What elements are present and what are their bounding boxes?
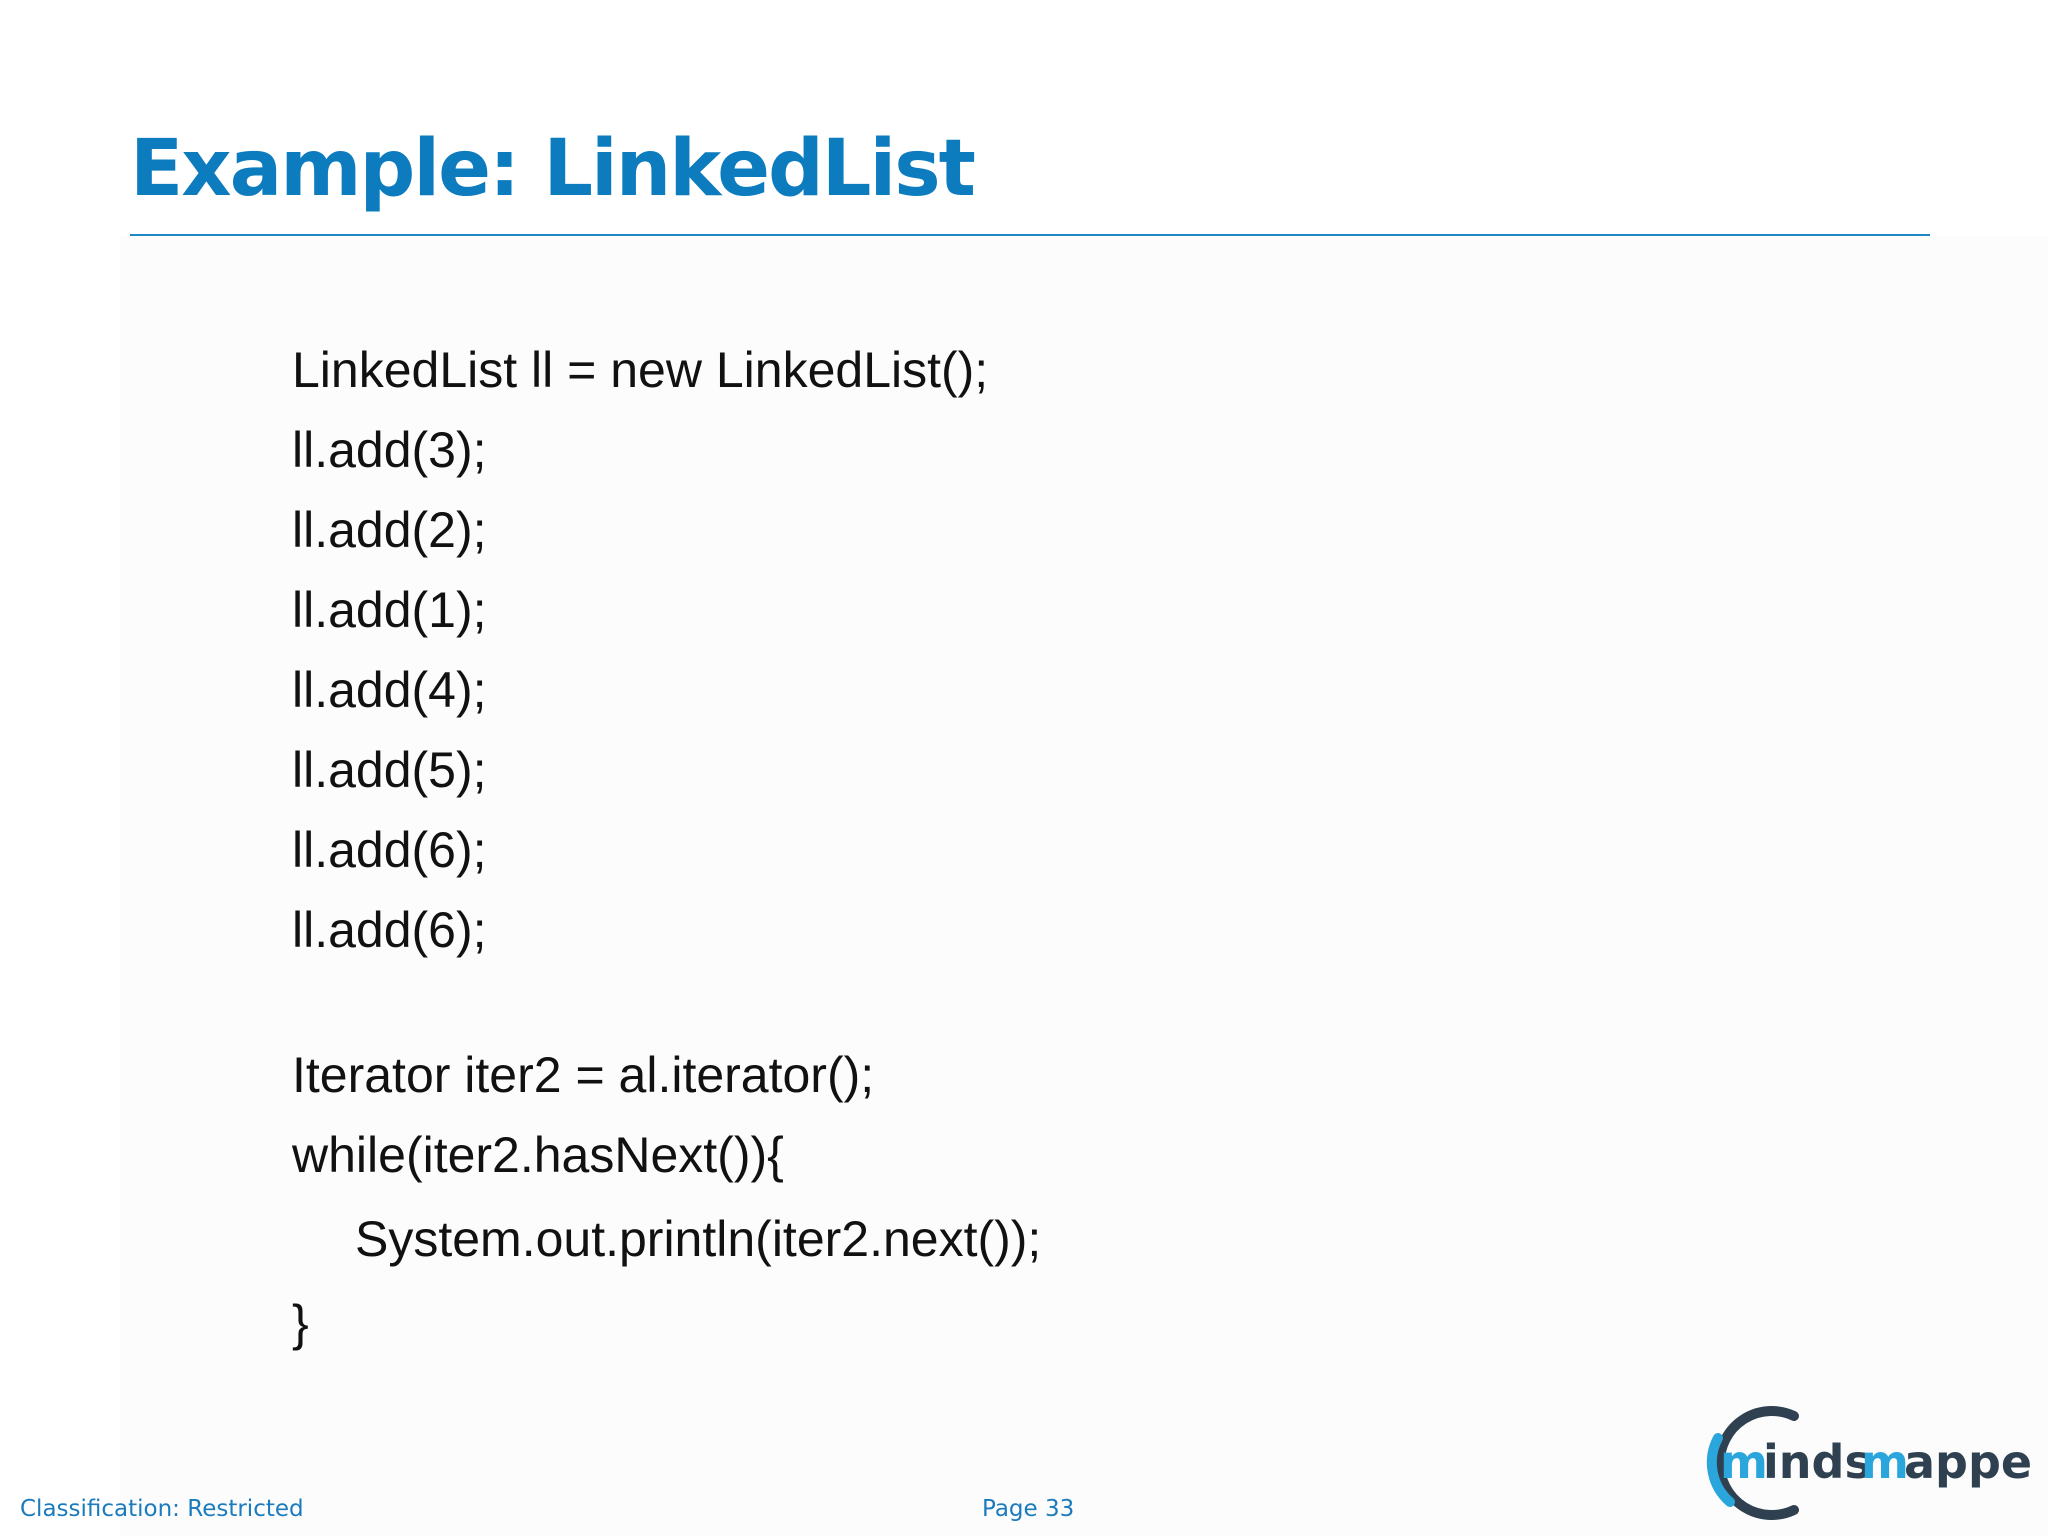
code-line: ll.add(6); — [292, 822, 487, 878]
logo-ring-accent — [1706, 1433, 1735, 1507]
logo-ring-dark — [1714, 1406, 1799, 1520]
svg-text:apped: apped — [1904, 1435, 2030, 1489]
code-line: System.out.println(iter2.next()); — [355, 1211, 1042, 1267]
code-line: Iterator iter2 = al.iterator(); — [292, 1047, 875, 1103]
title-underline — [130, 234, 1930, 236]
logo-wordmark: m inds m apped — [1720, 1435, 2030, 1489]
code-spacer — [292, 970, 1041, 1035]
svg-text:inds: inds — [1763, 1435, 1872, 1489]
svg-text:m: m — [1861, 1435, 1909, 1489]
code-line: ll.add(3); — [292, 422, 487, 478]
code-block: LinkedList ll = new LinkedList(); ll.add… — [292, 330, 1041, 1363]
footer-classification: Classification: Restricted — [20, 1496, 304, 1522]
code-line: ll.add(2); — [292, 502, 487, 558]
code-line: ll.add(4); — [292, 662, 487, 718]
svg-text:m: m — [1720, 1435, 1768, 1489]
code-line: while(iter2.hasNext()){ — [292, 1127, 784, 1183]
slide-title: Example: LinkedList — [130, 124, 976, 214]
code-line: ll.add(6); — [292, 902, 487, 958]
footer-page-number: Page 33 — [982, 1496, 1075, 1522]
mindsmapped-logo: m inds m apped — [1706, 1406, 2030, 1520]
code-line: ll.add(5); — [292, 742, 487, 798]
slide-content-panel — [120, 236, 2048, 1536]
code-line: } — [292, 1295, 309, 1351]
code-line: ll.add(1); — [292, 582, 487, 638]
code-line: LinkedList ll = new LinkedList(); — [292, 342, 989, 398]
